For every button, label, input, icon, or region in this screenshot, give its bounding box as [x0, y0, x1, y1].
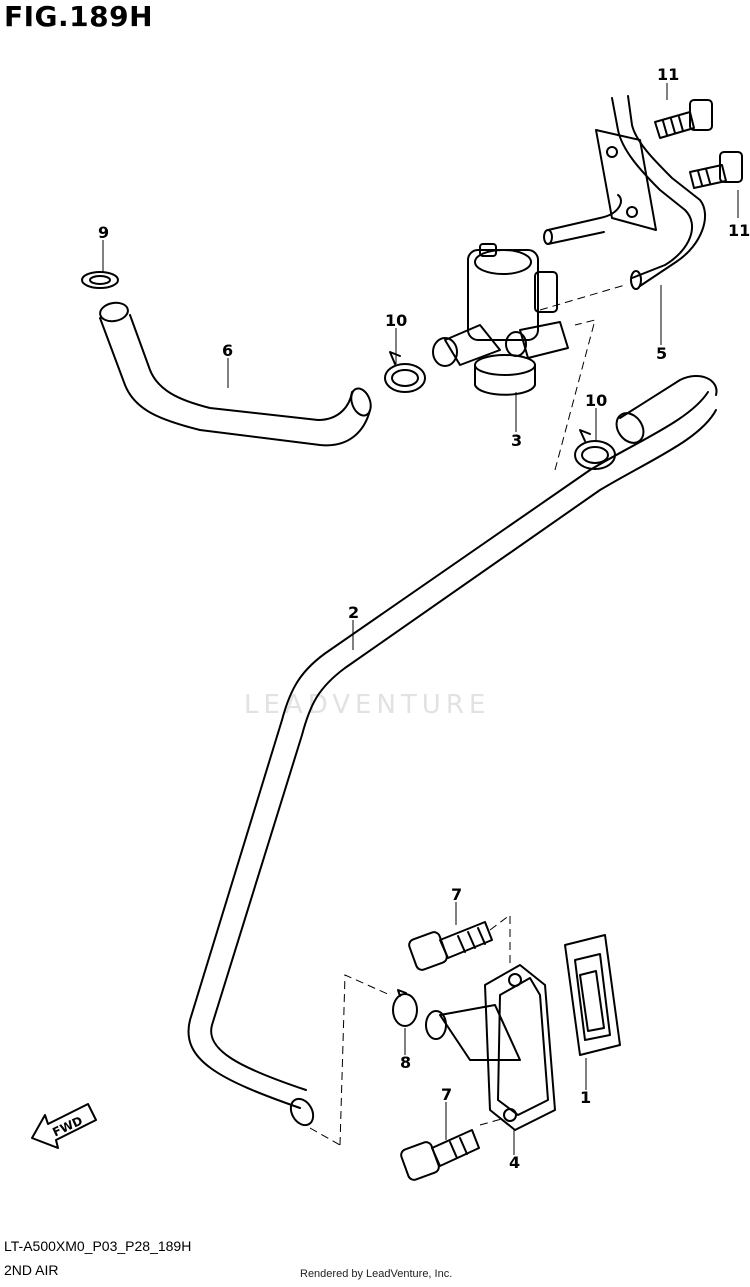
bolt-11-lower	[689, 151, 743, 189]
figure-title: FIG.189H	[4, 0, 154, 33]
dashed-guides	[309, 284, 626, 1146]
label-part-9: 9	[98, 223, 109, 242]
label-part-6: 6	[222, 341, 233, 360]
hose-long	[187, 375, 718, 1127]
label-part-1: 1	[580, 1088, 591, 1107]
label-part-7-lower: 7	[441, 1085, 452, 1104]
label-part-4: 4	[509, 1153, 520, 1172]
label-part-5: 5	[656, 344, 667, 363]
cover-4	[425, 964, 556, 1131]
bolt-11-upper	[654, 99, 713, 139]
clip-10-lower	[574, 429, 616, 470]
label-part-10-lower: 10	[585, 391, 607, 410]
pipe-5	[543, 95, 707, 290]
label-part-11-upper: 11	[657, 65, 679, 84]
diagram-code: LT-A500XM0_P03_P28_189H	[4, 1238, 192, 1254]
clamp-8	[392, 989, 418, 1027]
gasket-1	[564, 934, 621, 1056]
rendered-by-credit: Rendered by LeadVenture, Inc.	[300, 1268, 453, 1280]
leader-lines	[102, 83, 739, 1155]
label-part-10-upper: 10	[385, 311, 407, 330]
label-part-8: 8	[400, 1053, 411, 1072]
bolt-7-upper	[408, 921, 493, 971]
fwd-arrow-icon	[31, 1103, 97, 1149]
label-part-7-upper: 7	[451, 885, 462, 904]
label-part-11-lower: 11	[728, 221, 750, 240]
diagram-caption: 2ND AIR	[4, 1262, 59, 1278]
clamp-9	[81, 271, 119, 289]
label-part-3: 3	[511, 431, 522, 450]
clip-10-upper	[384, 351, 426, 393]
part-labels: 1 2 3 4 5 6 7 7 8 9 10 10 11 11 FWD	[50, 65, 750, 1172]
label-part-2: 2	[348, 603, 359, 622]
valve-3	[432, 243, 569, 396]
hose-6	[99, 301, 372, 447]
bolt-7-lower	[400, 1129, 480, 1181]
